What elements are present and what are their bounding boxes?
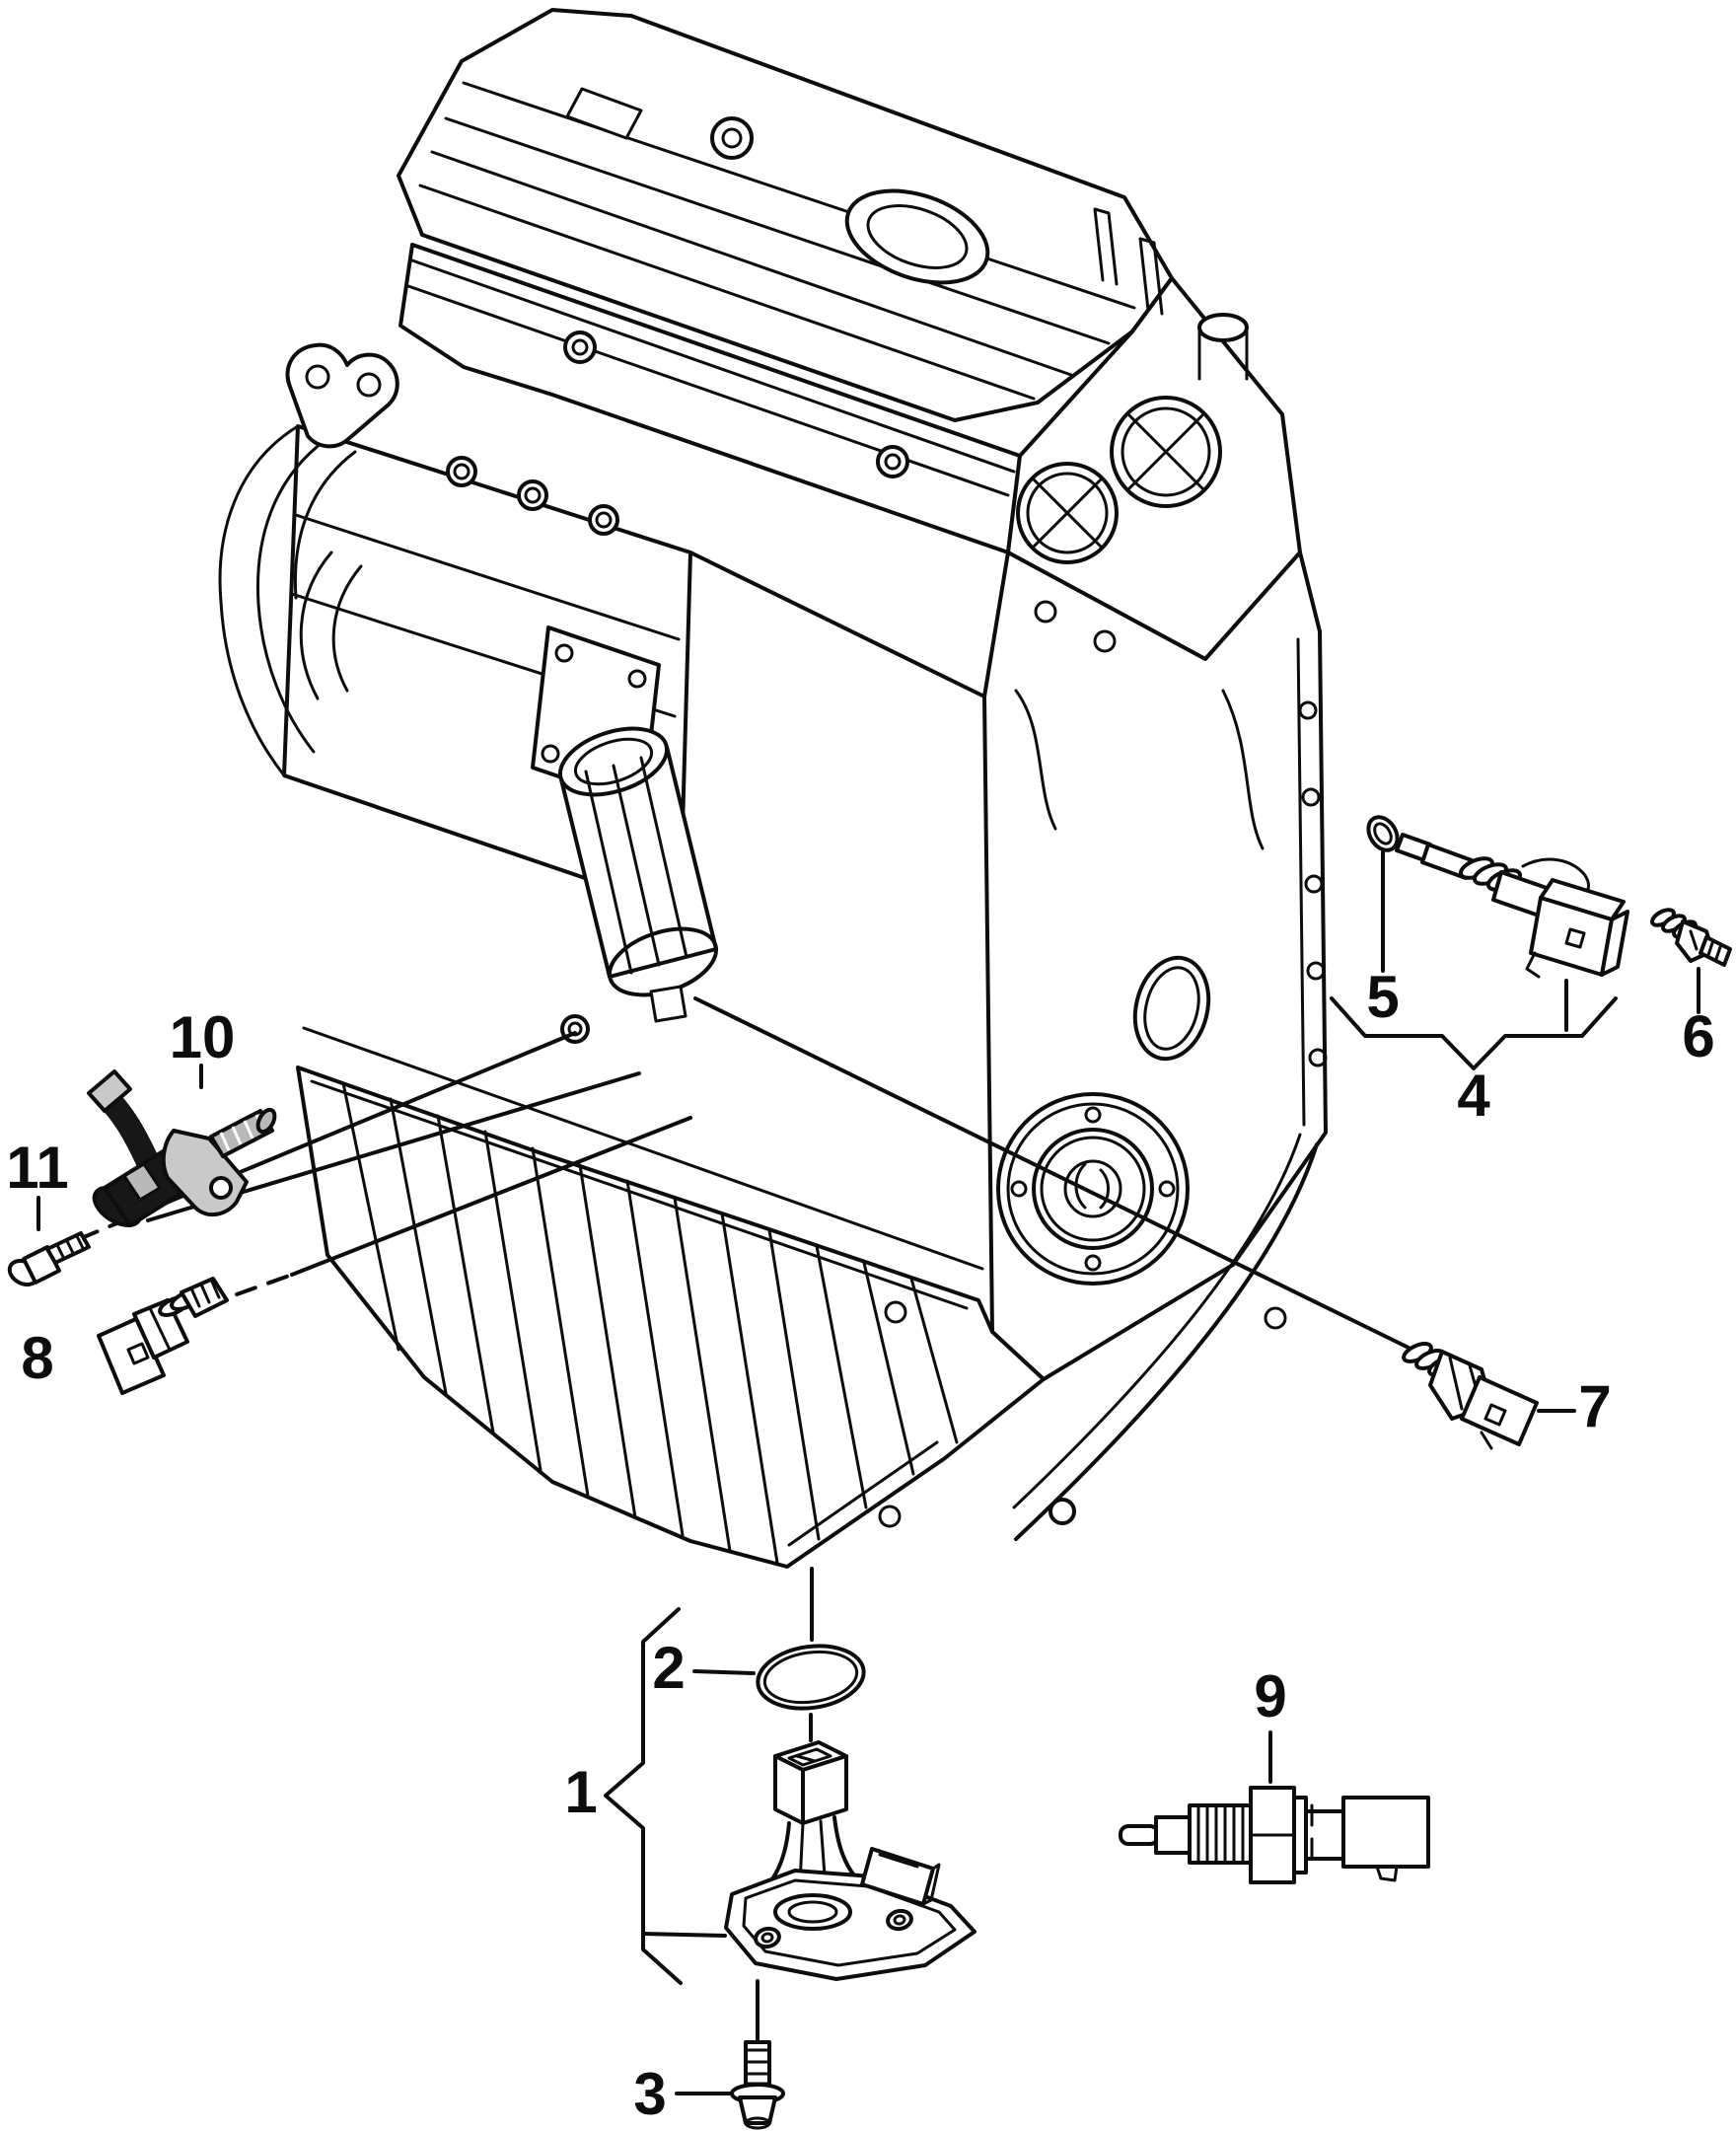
part-o-ring-seal bbox=[756, 1644, 866, 1711]
callout-4-label: 4 bbox=[1457, 1063, 1490, 1129]
callout-3-label: 3 bbox=[633, 2061, 666, 2127]
callout-10-label: 10 bbox=[170, 1004, 236, 1070]
callout-7-label: 7 bbox=[1578, 1373, 1611, 1439]
part-o-ring-small bbox=[1366, 815, 1400, 852]
callout-2-label: 2 bbox=[652, 1635, 685, 1701]
part-fastening-screw bbox=[1650, 908, 1732, 967]
part-oil-pressure-switch bbox=[97, 1277, 229, 1395]
callout-9-label: 9 bbox=[1254, 1663, 1286, 1729]
bracket-lobes bbox=[285, 342, 399, 700]
part-coolant-temperature-sensor bbox=[1402, 1342, 1539, 1450]
callout-bracket-1 bbox=[604, 1607, 683, 1985]
callout-8-label: 8 bbox=[21, 1325, 53, 1391]
block-right-face bbox=[982, 551, 1328, 1381]
callout-bracket-4 bbox=[1330, 996, 1618, 1070]
part-temperature-switch bbox=[1119, 1786, 1430, 1884]
callout-labels: 1 2 3 4 5 6 7 8 9 10 11 bbox=[6, 964, 1714, 2127]
bell-housing-flange bbox=[884, 1133, 1319, 1541]
part-sensor-mounting-bolt bbox=[7, 1231, 91, 1286]
callout-11-label: 11 bbox=[6, 1135, 68, 1201]
oil-pan bbox=[296, 1066, 1046, 1569]
callout-1-label: 1 bbox=[564, 1759, 597, 1825]
valve-cover bbox=[397, 8, 1174, 422]
part-camshaft-position-sensor bbox=[87, 1069, 277, 1227]
cylinder-head bbox=[398, 243, 1022, 554]
part-temperature-sensor-assembly bbox=[1395, 833, 1629, 979]
callout-5-label: 5 bbox=[1366, 964, 1399, 1030]
callout-6-label: 6 bbox=[1682, 1003, 1714, 1069]
pan-rail-line bbox=[302, 1026, 984, 1271]
oil-filter-housing bbox=[557, 726, 719, 1044]
part-mounting-bolt bbox=[730, 2040, 785, 2130]
engine-illustration bbox=[218, 8, 1328, 1569]
leader-lines bbox=[36, 850, 1700, 2095]
block-edge bbox=[688, 551, 986, 698]
part-oil-level-sensor bbox=[724, 1740, 976, 1981]
